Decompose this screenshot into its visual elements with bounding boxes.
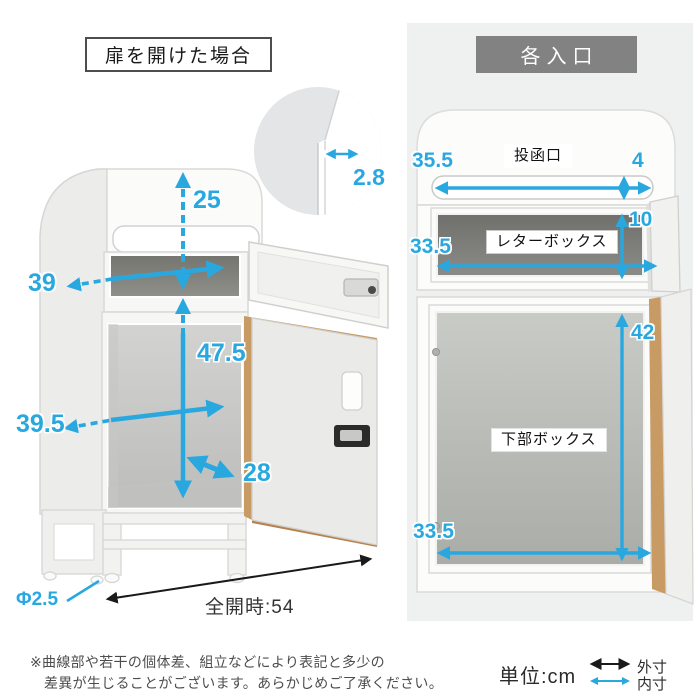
letter-door-open xyxy=(248,241,389,329)
dim-label-letter-width: 39 xyxy=(28,269,56,297)
dim-arrow-28 xyxy=(186,455,235,479)
dimension-arrows-left xyxy=(63,172,235,603)
dim-label-foot-diameter: Φ2.5 xyxy=(16,589,59,610)
screw-top xyxy=(432,348,440,356)
legend-inner-label: 内寸 xyxy=(637,676,668,693)
legend-outer-label: 外寸 xyxy=(637,659,668,676)
full-open-label: 全開時:54 xyxy=(205,597,295,618)
letter-label: レターボックス xyxy=(487,231,617,253)
full-open-arrow xyxy=(105,554,373,604)
dimension-arrows-right xyxy=(434,175,658,562)
right-section-title: 各入口 xyxy=(476,36,637,73)
mailbox-front-view xyxy=(416,109,694,605)
foot-leader-line xyxy=(66,579,100,603)
lower-opening-sidewall xyxy=(108,324,118,508)
footnote-line-2: 差異が生じることがございます。あらかじめご了承ください。 xyxy=(44,675,443,691)
dim-arrow-39-5 xyxy=(110,399,225,423)
unit-label: 単位:cm xyxy=(499,666,577,688)
dim-arrow-39 xyxy=(110,260,225,282)
dim-label-letter-width: 33.5 xyxy=(410,235,451,258)
letter-door-lock-knob xyxy=(368,286,376,294)
left-section-title: 扉を開けた場合 xyxy=(85,37,272,72)
footnote-line-1: ※曲線部や若干の個体差、組立などにより表記と多少の xyxy=(30,654,385,670)
legend-arrows xyxy=(589,658,631,685)
dim-label-lower-height: 42 xyxy=(631,321,655,344)
cabinet-side xyxy=(39,168,108,515)
lower-door-lock-dial xyxy=(340,430,362,441)
dim-arrow-39-5-hidden xyxy=(63,418,113,434)
dim-label-lower-height: 47.5 xyxy=(197,339,246,367)
lower-door-handle xyxy=(341,371,363,411)
screw-bottom xyxy=(432,522,440,530)
dim-label-edge-detail: 2.8 xyxy=(353,164,385,190)
lower-door-front xyxy=(649,288,694,605)
lower-door-open xyxy=(244,316,378,547)
dim-label-letter-height: 10 xyxy=(629,208,653,231)
mailbox-open-view xyxy=(39,87,389,604)
dim-label-depth: 28 xyxy=(243,459,271,487)
legs xyxy=(41,509,247,585)
dim-label-slot-height: 4 xyxy=(632,149,644,172)
mail-flap xyxy=(112,225,260,253)
dim-label-slot-width: 35.5 xyxy=(412,149,453,172)
dim-label-lower-width: 33.5 xyxy=(413,520,454,543)
dim-label-lower-width: 39.5 xyxy=(16,410,65,438)
edge-detail-inset xyxy=(254,87,382,215)
slot-label: 投函口 xyxy=(505,145,572,167)
dim-label-hood-height: 25 xyxy=(193,186,221,214)
lower-label: 下部ボックス xyxy=(492,429,606,451)
